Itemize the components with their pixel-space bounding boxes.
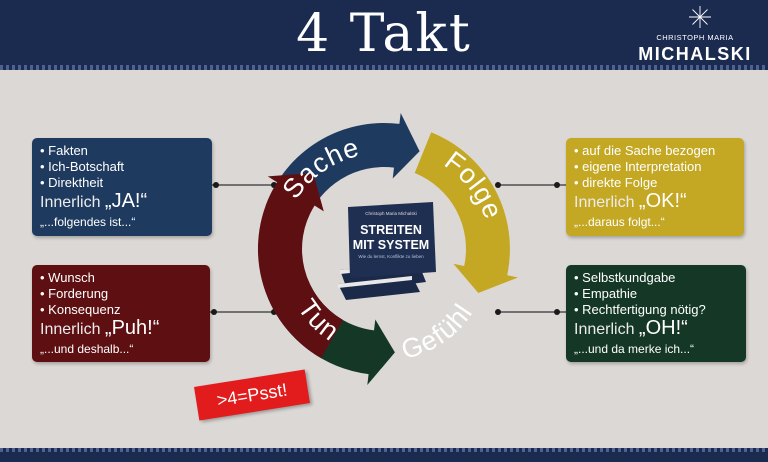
card-bullet: Ich-Botschaft	[40, 159, 204, 175]
card-folge: auf die Sache bezogen eigene Interpretat…	[566, 138, 744, 236]
card-bullet: Wunsch	[40, 270, 202, 286]
footer-bar	[0, 448, 768, 462]
card-phrase: „...und deshalb...“	[40, 342, 134, 356]
card-bullet: eigene Interpretation	[574, 159, 736, 175]
segment-label-gefuehl: Gefühl	[398, 298, 478, 365]
book-author: Christoph Maria Michalski	[365, 211, 417, 216]
book-cover: Christoph Maria Michalski STREITEN MIT S…	[338, 202, 436, 300]
inner-quote: „OH!“	[638, 317, 688, 339]
inner-quote: „OK!“	[638, 190, 687, 212]
book-title-line1: STREITEN	[360, 223, 422, 237]
card-gefuehl: Selbstkundgabe Empathie Rechtfertigung n…	[566, 265, 746, 362]
card-bullet: Konsequenz	[40, 302, 202, 318]
connector-dot	[211, 309, 217, 315]
connector-dot	[495, 182, 501, 188]
card-bullet: Fakten	[40, 143, 204, 159]
card-bullet: direkte Folge	[574, 175, 736, 191]
segment-folge	[414, 132, 518, 293]
card-tun-bullets: Wunsch Forderung Konsequenz	[40, 270, 202, 318]
card-phrase: „...daraus folgt...“	[574, 215, 665, 229]
inner-prefix: Innerlich	[574, 321, 639, 338]
card-inner-line: Innerlich „Puh!“	[40, 318, 202, 340]
brand-first-name: CHRISTOPH MARIA	[656, 33, 734, 42]
card-bullet: Selbstkundgabe	[574, 270, 738, 286]
card-inner-line: Innerlich „OH!“	[574, 318, 738, 340]
book-subtitle: Wie du lernst, Konflikte zu lieben	[358, 254, 424, 259]
inner-quote: „Puh!“	[104, 317, 160, 339]
star-logo-icon	[689, 6, 711, 28]
brand-last-name: MICHALSKI	[638, 44, 752, 64]
connector-dot	[495, 309, 501, 315]
header-bar	[0, 0, 768, 70]
page-title: 4 Takt	[296, 4, 472, 64]
inner-prefix: Innerlich	[574, 194, 639, 211]
inner-prefix: Innerlich	[40, 321, 105, 338]
segment-tun	[257, 172, 343, 359]
book-title-line2: MIT SYSTEM	[353, 238, 429, 252]
card-phrase: „...folgendes ist...“	[40, 215, 136, 229]
card-inner-line: Innerlich „OK!“	[574, 191, 736, 213]
card-sache: Fakten Ich-Botschaft Direktheit Innerlic…	[32, 138, 212, 236]
connector-dot	[213, 182, 219, 188]
connector-dot	[554, 182, 560, 188]
connector-dot	[554, 309, 560, 315]
card-bullet: Forderung	[40, 286, 202, 302]
card-sache-bullets: Fakten Ich-Botschaft Direktheit	[40, 143, 204, 191]
inner-quote: „JA!“	[104, 190, 148, 212]
card-bullet: Rechtfertigung nötig?	[574, 302, 738, 318]
card-gefuehl-bullets: Selbstkundgabe Empathie Rechtfertigung n…	[574, 270, 738, 318]
card-bullet: Empathie	[574, 286, 738, 302]
card-bullet: auf die Sache bezogen	[574, 143, 736, 159]
card-tun: Wunsch Forderung Konsequenz Innerlich „P…	[32, 265, 210, 362]
card-inner-line: Innerlich „JA!“	[40, 191, 204, 213]
card-folge-bullets: auf die Sache bezogen eigene Interpretat…	[574, 143, 736, 191]
card-phrase: „...und da merke ich...“	[574, 342, 695, 356]
card-bullet: Direktheit	[40, 175, 204, 191]
inner-prefix: Innerlich	[40, 194, 105, 211]
